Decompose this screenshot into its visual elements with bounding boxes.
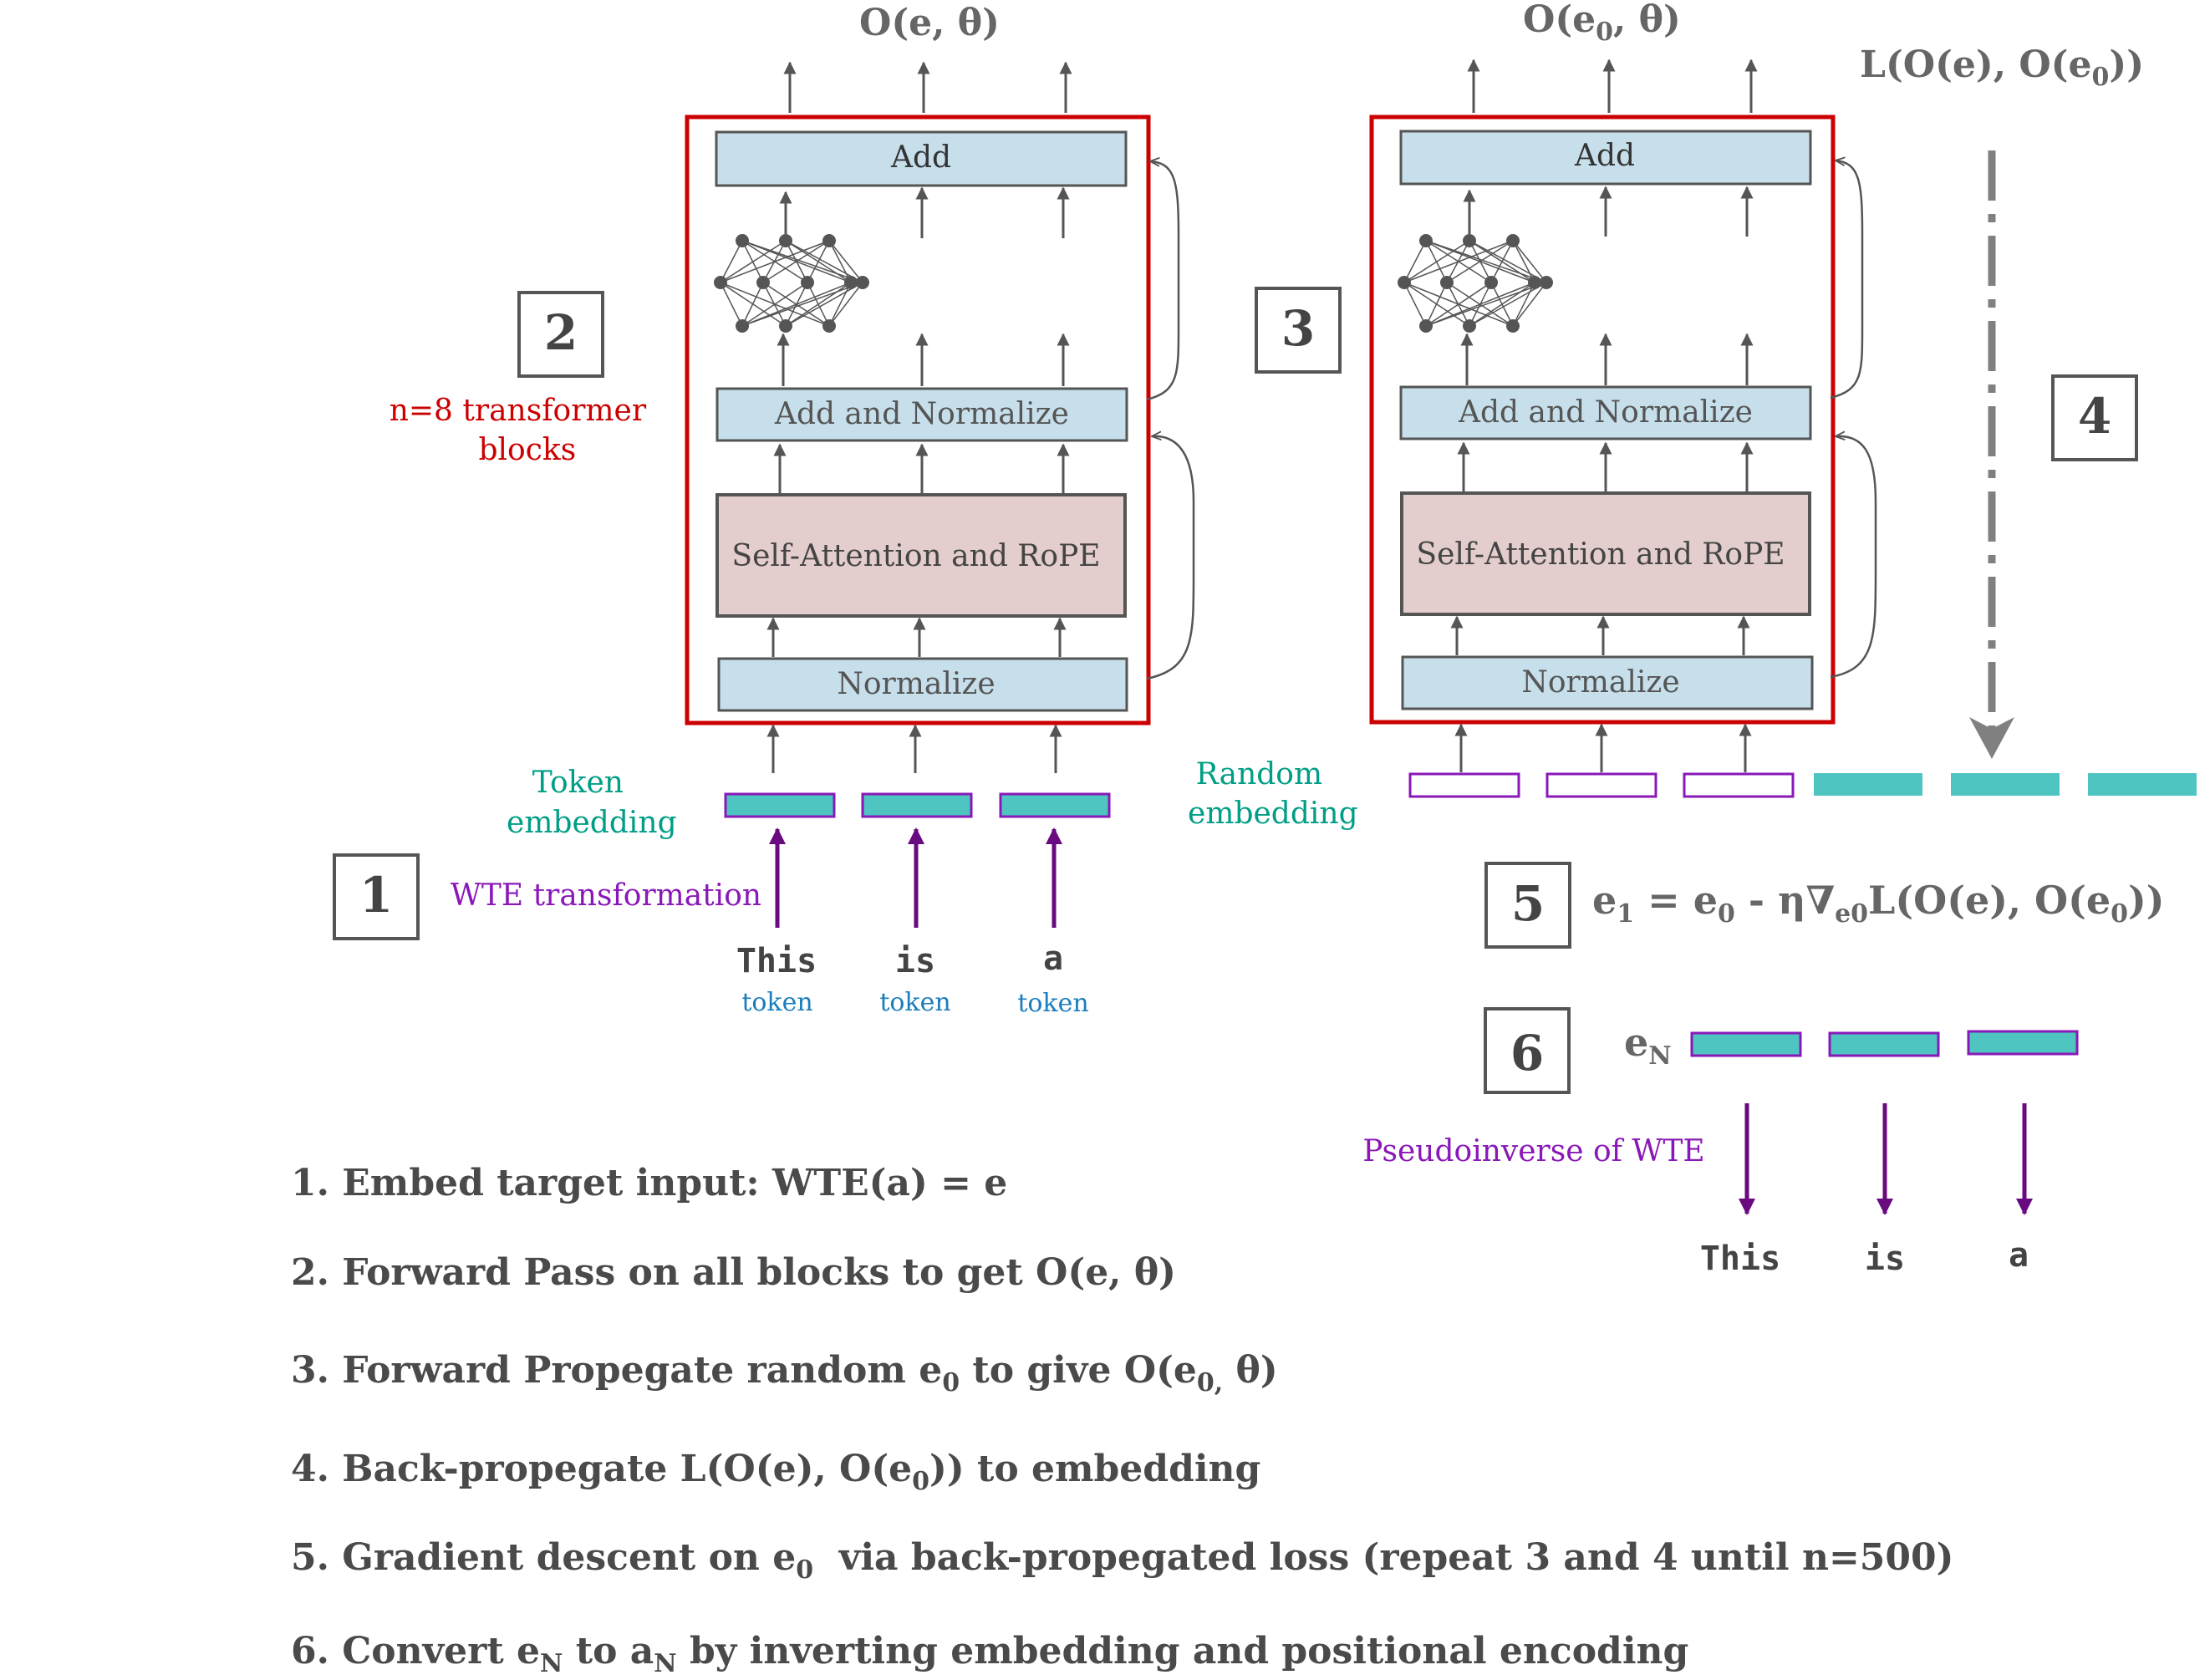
left-neural-net-icon [714, 234, 869, 333]
right-residual-arrow-1 [1830, 436, 1877, 679]
svg-text:5: 5 [1511, 875, 1545, 932]
gradient-vector-3 [2088, 773, 2197, 796]
left-normalize-box [717, 657, 1128, 712]
right-add-box [1399, 130, 1812, 186]
random-embedding-vector-1 [1408, 772, 1520, 798]
backprop-arrowhead [1969, 717, 2014, 759]
input-token-a: a token [1017, 939, 1088, 1018]
random-embedding-vector-3 [1683, 772, 1795, 798]
left-block-frame [685, 115, 1151, 725]
right-normalize-label: Normalize [1521, 665, 1679, 700]
pseudoinverse-label: Pseudoinverse of WTE [1362, 1134, 1704, 1168]
right-output-label: O(e0, θ) [1523, 0, 1681, 47]
step-box-3: 3 [1255, 287, 1342, 374]
right-add-normalize-label: Add and Normalize [1458, 395, 1753, 430]
step-box-1: 1 [333, 853, 420, 940]
loss-label: L(O(e), O(e0)) [1860, 43, 2144, 92]
final-embedding-label: eN [1624, 1020, 1672, 1071]
right-attention-box [1400, 491, 1811, 616]
right-residual-arrow-2 [1830, 160, 1864, 400]
svg-text:1: 1 [359, 867, 393, 924]
svg-text:6: 6 [1510, 1025, 1544, 1082]
step-box-2: 2 [517, 291, 604, 378]
right-attention-label: Self-Attention and RoPE [1416, 537, 1785, 572]
right-block-frame [1369, 115, 1836, 725]
left-add-box [715, 130, 1128, 187]
svg-text:4: 4 [2078, 388, 2111, 445]
output-token-is: is [1865, 1240, 1905, 1278]
gradient-update-equation: e1 = e0 - η∇e0L(O(e), O(e0)) [1592, 878, 2165, 929]
final-embedding-vector-1 [1690, 1031, 1802, 1057]
svg-text:is: is [895, 942, 935, 980]
left-residual-arrow-1 [1146, 436, 1195, 680]
transformer-count-label: n=8 transformer blocks [0, 0, 694, 467]
random-embedding-label: Random embedding [0, 0, 1387, 831]
left-add-normalize-box [715, 387, 1128, 442]
final-embedding-vector-2 [1828, 1031, 1940, 1057]
step-box-4: 4 [2051, 374, 2138, 461]
svg-text:2: 2 [544, 304, 578, 361]
legend-step-3: 3. Forward Propegate random e0 to give O… [291, 1349, 1278, 1397]
wte-transformation-label: WTE transformation [451, 878, 761, 913]
left-add-label: Add [890, 140, 951, 175]
svg-text:token: token [1017, 989, 1088, 1018]
legend-step-2: 2. Forward Pass on all blocks to get O(e… [291, 1251, 1176, 1294]
left-attention-box [715, 493, 1127, 618]
gradient-vector-1 [1814, 773, 1922, 796]
legend-step-4: 4. Back-propegate L(O(e), O(e0)) to embe… [291, 1448, 1260, 1496]
svg-text:3: 3 [1281, 300, 1315, 357]
random-embedding-vector-2 [1545, 772, 1658, 798]
legend-step-1: 1. Embed target input: WTE(a) = e [291, 1162, 1007, 1204]
left-output-label: O(e, θ) [859, 2, 1000, 44]
right-add-label: Add [1574, 139, 1635, 173]
token-embedding-vector-3 [999, 792, 1111, 818]
left-add-normalize-label: Add and Normalize [774, 397, 1069, 431]
token-embedding-label: Token embedding [0, 0, 705, 840]
token-embedding-vector-1 [724, 792, 836, 818]
svg-text:token: token [879, 988, 950, 1017]
legend-step-6: 6. Convert eN to aN by inverting embeddi… [291, 1630, 1688, 1676]
left-normalize-label: Normalize [837, 667, 995, 701]
token-embedding-vector-2 [861, 792, 973, 818]
input-token-is: is token [879, 942, 950, 1017]
step-box-6: 6 [1484, 1007, 1571, 1094]
right-neural-net-icon [1398, 234, 1553, 333]
svg-text:token: token [741, 988, 812, 1017]
left-transformer-block: O(e, θ) Add [685, 2, 1195, 773]
svg-text:a: a [1043, 939, 1063, 978]
right-transformer-block: O(e0, θ) Add [1369, 0, 1877, 772]
right-normalize-box [1401, 655, 1814, 710]
left-attention-label: Self-Attention and RoPE [731, 539, 1100, 573]
procedure-legend: 1. Embed target input: WTE(a) = e 2. Forw… [291, 1162, 1953, 1678]
right-add-normalize-box [1399, 385, 1812, 440]
input-token-this: This token [736, 942, 817, 1017]
legend-step-5: 5. Gradient descent on e0 via back-prope… [291, 1536, 1953, 1585]
svg-text:This: This [736, 942, 817, 980]
output-token-a: a [2009, 1236, 2029, 1275]
output-token-this: This [1700, 1240, 1780, 1278]
final-embedding-vector-3 [1967, 1030, 2079, 1056]
left-residual-arrow-2 [1146, 161, 1180, 401]
gradient-vector-2 [1951, 773, 2060, 796]
step-box-5: 5 [1484, 862, 1571, 949]
